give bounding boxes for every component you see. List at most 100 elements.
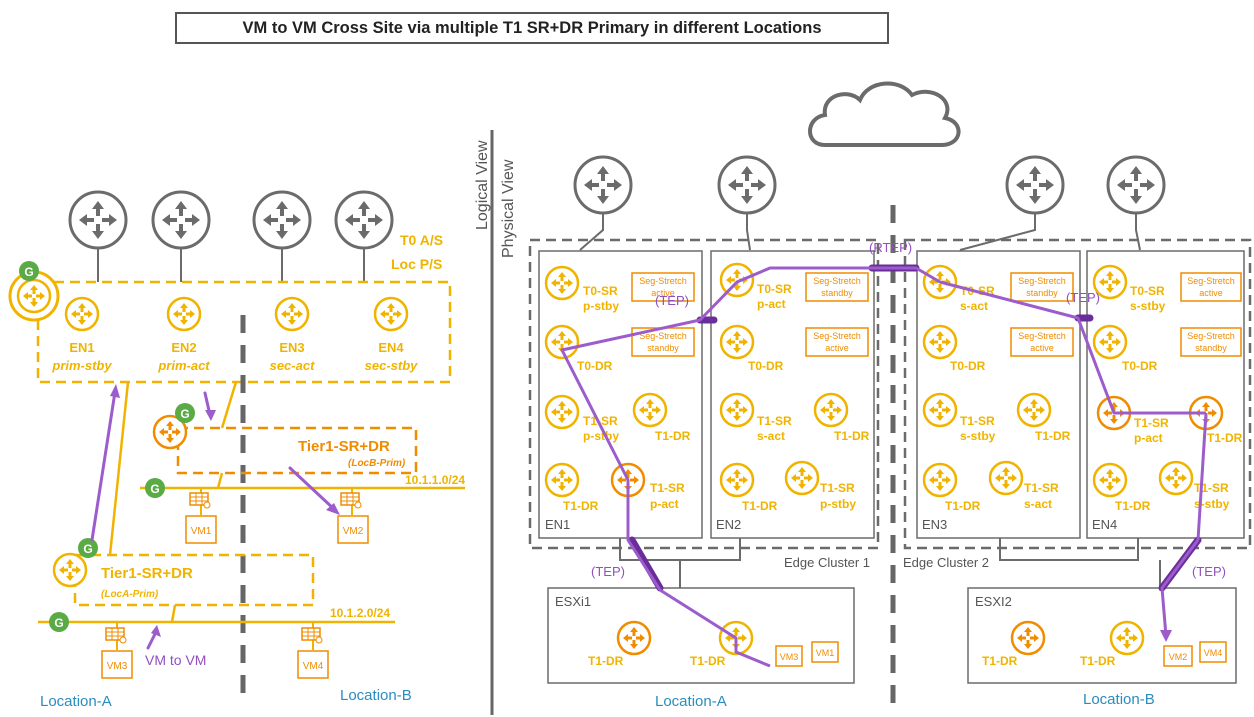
en2-router-icon <box>166 296 202 332</box>
svg-text:standby: standby <box>821 288 853 298</box>
svg-text:T1-DR: T1-DR <box>1207 431 1243 445</box>
tep-label: (TEP) <box>1192 564 1226 579</box>
en1-t1dr-b-icon <box>544 462 580 498</box>
svg-text:T0-SR: T0-SR <box>1130 284 1165 298</box>
svg-text:Seg-Stretch: Seg-Stretch <box>1018 331 1066 341</box>
svg-text:p-act: p-act <box>1134 431 1163 445</box>
g-badge <box>78 538 98 558</box>
svg-text:T1-SR: T1-SR <box>650 481 685 495</box>
location-b-label: Location-B <box>340 687 412 704</box>
esxi2-t1dr-1-icon <box>1010 620 1046 656</box>
esxi1-t1dr-1-icon <box>616 620 652 656</box>
en3-label: EN3 <box>279 340 304 355</box>
svg-text:p-stby: p-stby <box>583 299 619 313</box>
svg-text:T0-DR: T0-DR <box>1122 359 1158 373</box>
svg-text:Seg-Stretch: Seg-Stretch <box>1018 276 1066 286</box>
vm2-icon <box>340 492 362 509</box>
router-icon <box>334 190 394 250</box>
en2-seg-stretch-2 <box>805 327 869 357</box>
svg-text:p-stby: p-stby <box>820 497 856 511</box>
en2-t1sr-a-icon <box>719 392 755 428</box>
router-icon <box>68 190 128 250</box>
svg-text:Seg-Stretch: Seg-Stretch <box>813 276 861 286</box>
svg-text:s-stby: s-stby <box>1130 299 1166 313</box>
svg-text:T1-DR: T1-DR <box>982 654 1018 668</box>
svg-text:T1-SR: T1-SR <box>757 414 792 428</box>
t0-label: T0 A/S <box>400 232 443 248</box>
en4-t1dr-b-icon <box>1092 462 1128 498</box>
en4-t1sr-b-icon <box>1158 460 1194 496</box>
svg-text:VM4: VM4 <box>1204 648 1223 658</box>
svg-text:T1-DR: T1-DR <box>834 429 870 443</box>
svg-text:T1-DR: T1-DR <box>588 654 624 668</box>
vm2-box <box>337 515 369 544</box>
vm1-box <box>185 515 217 544</box>
svg-text:EN1: EN1 <box>545 517 570 532</box>
edge-cluster-1-label: Edge Cluster 1 <box>784 555 870 570</box>
en2-role: prim-act <box>157 358 210 373</box>
en3-t1dr-a-icon <box>1016 392 1052 428</box>
rtep-label: (RTEP) <box>869 240 912 255</box>
vm3-icon <box>105 627 127 644</box>
svg-text:T1-DR: T1-DR <box>690 654 726 668</box>
en4-t0dr-icon <box>1092 324 1128 360</box>
svg-text:ESXi1: ESXi1 <box>555 594 591 609</box>
edge-cluster-2-box <box>903 238 1252 550</box>
loc-label: Loc P/S <box>391 256 442 272</box>
svg-text:Seg-Stretch: Seg-Stretch <box>639 331 687 341</box>
svg-text:G: G <box>54 616 63 630</box>
svg-text:EN4: EN4 <box>1092 517 1117 532</box>
tep-label: (TEP) <box>591 564 625 579</box>
en3-seg-stretch-1 <box>1010 272 1074 302</box>
svg-text:standby: standby <box>1195 343 1227 353</box>
svg-text:Seg-Stretch: Seg-Stretch <box>1187 331 1235 341</box>
svg-text:T0-DR: T0-DR <box>950 359 986 373</box>
svg-text:VM3: VM3 <box>780 652 799 662</box>
svg-text:T1-DR: T1-DR <box>1115 499 1151 513</box>
esxi2-t1dr-2-icon <box>1109 620 1145 656</box>
svg-text:Seg-Stretch: Seg-Stretch <box>639 276 687 286</box>
svg-text:ESXI2: ESXI2 <box>975 594 1012 609</box>
g-badge <box>145 478 165 498</box>
svg-text:T1-SR: T1-SR <box>583 414 618 428</box>
svg-text:VM2: VM2 <box>343 526 364 537</box>
tep-label: (TEP) <box>655 293 689 308</box>
svg-text:standby: standby <box>647 343 679 353</box>
esxi2-vm4 <box>1199 641 1227 663</box>
tier1-b-sub: (LocB-Prim) <box>348 458 406 469</box>
router-icon <box>573 155 633 215</box>
logical-view-label: Logical View <box>474 140 491 230</box>
en4-router-icon <box>373 296 409 332</box>
svg-text:s-act: s-act <box>757 429 785 443</box>
svg-text:T0-DR: T0-DR <box>577 359 613 373</box>
en3-seg-stretch-2 <box>1010 327 1074 357</box>
svg-text:T1-DR: T1-DR <box>563 499 599 513</box>
svg-text:s-stby: s-stby <box>1194 497 1230 511</box>
en2-t0sr-icon <box>719 262 755 298</box>
svg-text:p-act: p-act <box>757 297 786 311</box>
edge-cluster-2-label: Edge Cluster 2 <box>903 555 989 570</box>
en1-t0sr-icon <box>544 265 580 301</box>
en3-role: sec-act <box>270 358 315 373</box>
svg-text:p-stby: p-stby <box>583 429 619 443</box>
svg-text:T1-SR: T1-SR <box>820 481 855 495</box>
en3-t1sr-a-icon <box>922 392 958 428</box>
tep-label: (TEP) <box>1066 290 1100 305</box>
svg-text:EN2: EN2 <box>716 517 741 532</box>
esxi1-vm3 <box>775 645 803 667</box>
tier1-a-sub: (LocA-Prim) <box>101 589 159 600</box>
svg-text:s-act: s-act <box>960 299 988 313</box>
en3-router-icon <box>274 296 310 332</box>
svg-text:p-act: p-act <box>650 497 679 511</box>
svg-text:VM1: VM1 <box>191 526 212 537</box>
en4-label: EN4 <box>378 340 404 355</box>
en2-seg-stretch-1 <box>805 272 869 302</box>
svg-text:Seg-Stretch: Seg-Stretch <box>813 331 861 341</box>
svg-text:EN3: EN3 <box>922 517 947 532</box>
en3-t0dr-icon <box>922 324 958 360</box>
cloud-icon <box>808 81 961 147</box>
location-b-label: Location-B <box>1083 691 1155 708</box>
router-icon <box>1106 155 1166 215</box>
en2-t1dr-a-icon <box>813 392 849 428</box>
en2-t0dr-icon <box>719 324 755 360</box>
